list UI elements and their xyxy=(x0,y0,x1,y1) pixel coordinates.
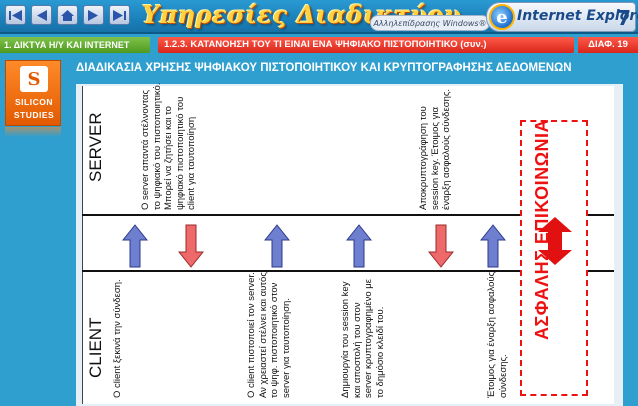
left-border xyxy=(82,86,83,404)
ie-brand: Internet Explorer xyxy=(517,8,638,24)
first-slide-button[interactable] xyxy=(5,5,26,25)
top-banner: Υπηρεσίες Διαδικτύου Αλληλεπίδρασης Wind… xyxy=(0,0,638,34)
client-note-start: Ο client ξεκινά την σύνδεση. xyxy=(112,279,123,398)
logo-line-1: SILICON xyxy=(15,97,53,107)
first-icon xyxy=(9,9,22,21)
up-arrow-icon xyxy=(480,224,506,268)
last-icon xyxy=(113,9,126,21)
server-label: SERVER xyxy=(86,112,105,182)
diagram-panel: SERVER CLIENT Ο server απαντά στέλνοντας… xyxy=(76,82,623,406)
ie-logo: e Internet Explorer 7 xyxy=(486,2,638,32)
server-note-cert: Ο server απαντά στέλνοντας το ψηφιακό το… xyxy=(140,82,197,210)
previous-icon xyxy=(37,9,47,21)
slide-number: ΔΙΑΦ. 19 xyxy=(578,37,638,53)
windows-badge: Αλληλεπίδρασης Windows® xyxy=(370,15,490,31)
topic-tag: 1.2.3. ΚΑΤΑΝΟΗΣΗ ΤΟΥ ΤΙ ΕΙΝΑΙ ΕΝΑ ΨΗΦΙΑΚ… xyxy=(158,37,574,53)
ie-version: 7 xyxy=(617,6,631,30)
secure-communication-box: ΑΣΦΑΛΗΣ ΕΠΙΚΟΙΝΩΝΙΑ xyxy=(520,119,588,396)
client-note-session-key: Δημιουργία του session key και αποστολή … xyxy=(340,278,386,398)
section-tag: 1. ΔΙΚΤΥΑ Η/Υ ΚΑΙ INTERNET xyxy=(0,37,150,53)
home-icon xyxy=(61,9,74,21)
main-heading: ΔΙΑΔΙΚΑΣΙΑ ΧΡΗΣΗΣ ΨΗΦΙΑΚΟΥ ΠΙΣΤΟΠΟΙΗΤΙΚΟ… xyxy=(76,62,572,74)
up-arrow-icon xyxy=(346,224,372,268)
last-slide-button[interactable] xyxy=(109,5,130,25)
client-note-verify: Ο client πιστοποιεί τον server. Αν χρεια… xyxy=(246,272,292,398)
client-divider xyxy=(82,270,614,272)
previous-slide-button[interactable] xyxy=(31,5,52,25)
server-note-session: Αποκρυπτογράφηση του session key. Έτοιμο… xyxy=(418,88,452,210)
diagram-canvas: SERVER CLIENT Ο server απαντά στέλνοντας… xyxy=(82,82,614,404)
client-note-ready: Έτοιμος για έναρξη ασφαλούς σύνδεσης. xyxy=(486,271,509,398)
ie-e-icon: e xyxy=(489,4,515,30)
logo-reflection xyxy=(5,127,61,137)
next-icon xyxy=(88,9,98,21)
up-arrow-icon xyxy=(264,224,290,268)
down-arrow-icon xyxy=(428,224,454,268)
home-button[interactable] xyxy=(57,5,78,25)
next-slide-button[interactable] xyxy=(83,5,104,25)
server-divider xyxy=(82,214,614,216)
silicon-studies-logo: S SILICON STUDIES xyxy=(5,60,61,126)
logo-mark-icon: S xyxy=(20,66,48,92)
client-label: CLIENT xyxy=(86,317,105,378)
down-arrow-icon xyxy=(178,224,204,268)
bidirectional-arrow-icon xyxy=(538,217,572,265)
logo-line-2: STUDIES xyxy=(13,110,55,120)
up-arrow-icon xyxy=(122,224,148,268)
